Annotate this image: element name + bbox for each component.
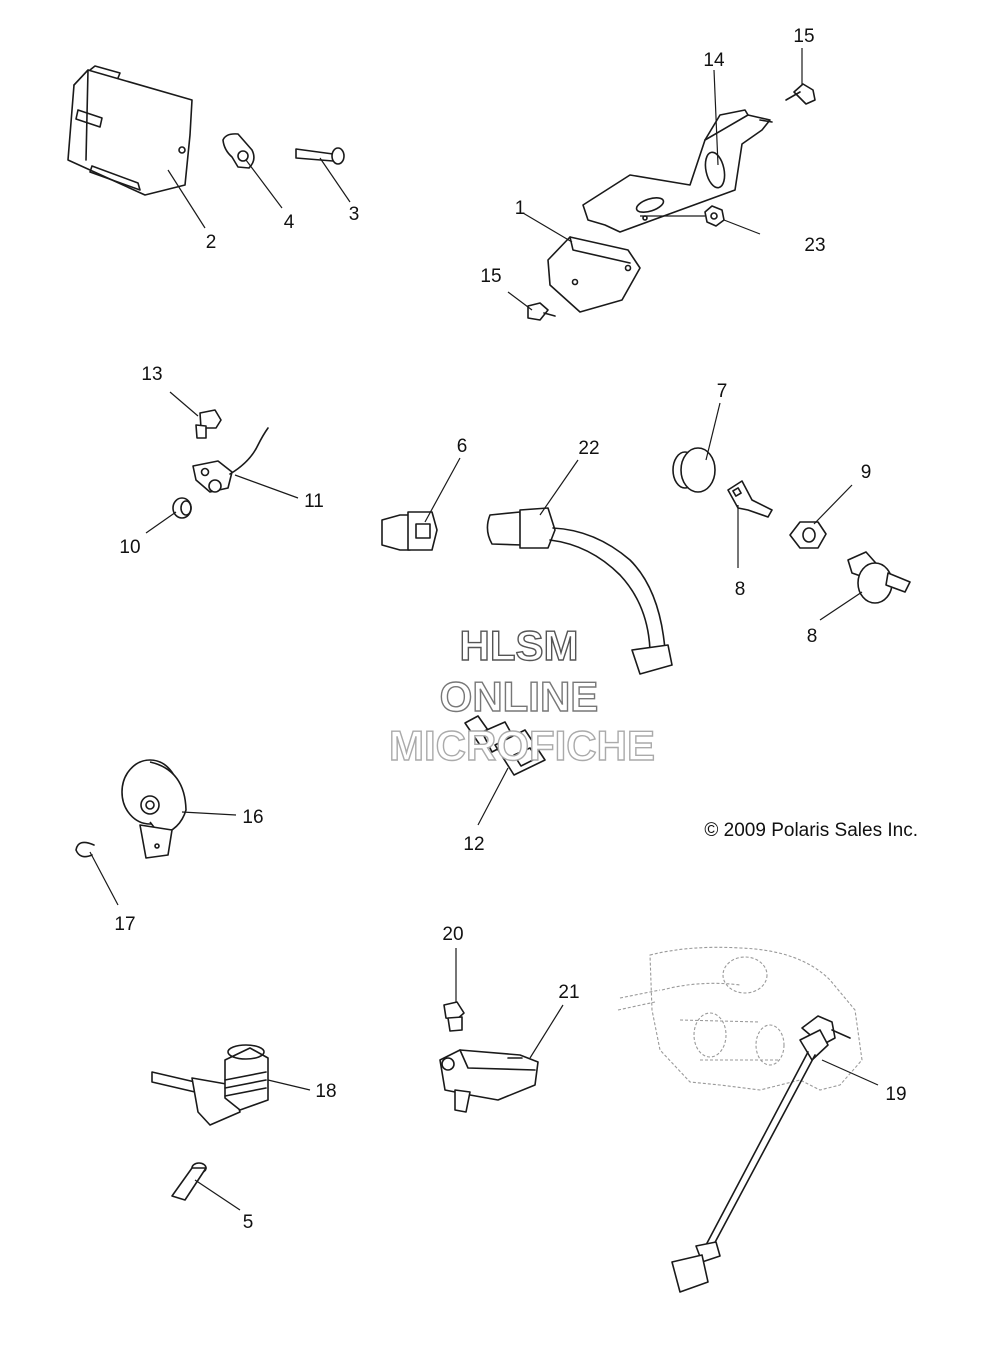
part-19-engine-outline — [617, 946, 863, 1091]
part-18-cam-sensor — [151, 1044, 269, 1126]
part-22-sensor-harness — [486, 507, 673, 675]
callout-15-bottom: 15 — [480, 266, 501, 287]
part-7-cap — [672, 447, 716, 493]
part-21-map-sensor — [439, 1049, 539, 1113]
callout-8-key: 8 — [735, 579, 746, 600]
part-17-clip — [75, 841, 95, 858]
part-23-nut — [704, 205, 725, 227]
copyright-notice: © 2009 Polaris Sales Inc. — [704, 820, 918, 841]
callout-23: 23 — [804, 235, 825, 256]
callout-17: 17 — [114, 914, 135, 935]
part-9-nut — [789, 521, 827, 549]
callout-4: 4 — [284, 212, 295, 233]
part-16-knock-sensor — [121, 759, 187, 859]
part-6-connector — [381, 511, 438, 551]
watermark-line-2: ONLINE — [440, 673, 599, 720]
leader-lines — [89, 48, 879, 1211]
callout-15-top: 15 — [793, 26, 814, 47]
callout-12: 12 — [463, 834, 484, 855]
callout-3: 3 — [349, 204, 360, 225]
part-14-bracket — [582, 109, 773, 233]
callout-8-sensor: 8 — [807, 626, 818, 647]
callout-13: 13 — [141, 364, 162, 385]
watermark: HLSM ONLINE MICROFICHE — [388, 621, 655, 769]
callout-22: 22 — [578, 438, 599, 459]
callout-14: 14 — [703, 50, 725, 71]
callout-20: 20 — [442, 924, 463, 945]
callout-10: 10 — [119, 537, 140, 558]
callout-19: 19 — [885, 1084, 906, 1105]
part-13-bolt — [195, 409, 222, 439]
callout-labels: 1 2 3 4 5 6 7 8 8 9 10 11 12 13 14 15 15… — [114, 26, 906, 1233]
part-12-temperature-sensor — [464, 715, 546, 776]
callout-5: 5 — [243, 1212, 254, 1233]
part-1-module — [547, 236, 641, 313]
part-19-sensor-harness — [671, 1015, 851, 1293]
part-15-screw-bottom — [527, 302, 556, 321]
callout-2: 2 — [206, 232, 217, 253]
part-11-sensor — [192, 427, 269, 493]
part-2-ecu-module — [67, 65, 193, 196]
callout-18: 18 — [315, 1081, 336, 1102]
callout-21: 21 — [558, 982, 579, 1003]
part-10-cap — [172, 497, 192, 519]
callout-7: 7 — [717, 381, 728, 402]
part-4-clamp — [222, 133, 255, 169]
watermark-line-1: HLSM — [460, 622, 579, 669]
part-8-key — [727, 480, 773, 518]
part-15-screw-top — [785, 83, 816, 105]
part-8-sensor — [847, 551, 911, 604]
callout-16: 16 — [242, 807, 263, 828]
callout-6: 6 — [457, 436, 468, 457]
callout-1: 1 — [515, 198, 526, 219]
part-20-bolt — [443, 1001, 465, 1032]
watermark-line-3: MICROFICHE — [389, 722, 655, 769]
part-3-bolt — [295, 147, 345, 165]
part-5-bolt — [171, 1162, 207, 1201]
callout-9: 9 — [861, 462, 872, 483]
callout-11: 11 — [304, 491, 324, 512]
